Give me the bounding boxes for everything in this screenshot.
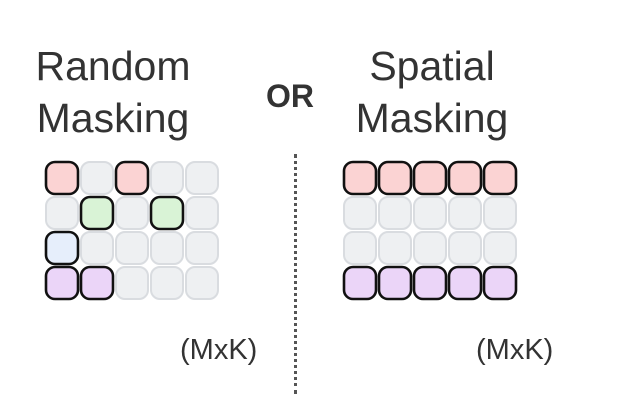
random-mask-cell-gray-r2-c3 <box>150 231 184 265</box>
spatial-mask-cell-red-r0-c4 <box>482 160 518 196</box>
spatial-mask-grid <box>342 160 518 301</box>
random-mask-cell-gray-r2-c1 <box>80 231 114 265</box>
random-mask-cell-red-r0-c0 <box>44 160 80 196</box>
spatial-mask-cell-purple-r3-c4 <box>482 265 518 301</box>
random-mask-cell-gray-r0-c4 <box>185 161 219 195</box>
random-mask-cell-green-r1-c1 <box>79 195 115 231</box>
random-mask-cell-gray-r0-c1 <box>80 161 114 195</box>
random-mask-cell-gray-r1-c2 <box>115 196 149 230</box>
spatial-mask-cell-purple-r3-c3 <box>447 265 483 301</box>
spatial-mask-cell-red-r0-c3 <box>447 160 483 196</box>
spatial-mask-cell-purple-r3-c2 <box>412 265 448 301</box>
random-mask-cell-gray-r1-c4 <box>185 196 219 230</box>
random-mask-grid <box>44 160 219 301</box>
random-mask-cell-purple-r3-c1 <box>79 265 115 301</box>
spatial-masking-title-line2: Masking <box>355 95 509 141</box>
spatial-mask-cell-gray-r1-c0 <box>343 196 377 230</box>
spatial-masking-title-line1: Spatial <box>369 43 495 89</box>
spatial-mask-cell-purple-r3-c1 <box>377 265 413 301</box>
spatial-mask-cell-red-r0-c0 <box>342 160 378 196</box>
spatial-mask-cell-red-r0-c2 <box>412 160 448 196</box>
random-mask-cell-gray-r3-c3 <box>150 266 184 300</box>
random-mask-cell-gray-r0-c3 <box>150 161 184 195</box>
spatial-mask-cell-gray-r2-c1 <box>378 231 412 265</box>
spatial-grid-dimension-label: (MxK) <box>476 334 554 366</box>
random-mask-cell-gray-r3-c2 <box>115 266 149 300</box>
spatial-mask-cell-gray-r2-c0 <box>343 231 377 265</box>
spatial-mask-cell-gray-r1-c1 <box>378 196 412 230</box>
or-label: OR <box>266 78 314 114</box>
random-masking-title-line1: Random <box>35 43 191 89</box>
random-masking-title-line2: Masking <box>36 95 190 141</box>
spatial-mask-cell-gray-r1-c4 <box>483 196 517 230</box>
random-mask-cell-gray-r1-c0 <box>45 196 79 230</box>
random-mask-cell-red-r0-c2 <box>114 160 150 196</box>
random-masking-title: Random Masking <box>28 40 198 144</box>
spatial-mask-cell-red-r0-c1 <box>377 160 413 196</box>
spatial-mask-cell-gray-r2-c3 <box>448 231 482 265</box>
random-mask-cell-gray-r3-c4 <box>185 266 219 300</box>
random-mask-cell-gray-r2-c4 <box>185 231 219 265</box>
random-mask-cell-blue-r2-c0 <box>44 230 80 266</box>
random-grid-dimension-label: (MxK) <box>180 334 258 366</box>
spatial-mask-cell-purple-r3-c0 <box>342 265 378 301</box>
spatial-mask-cell-gray-r1-c2 <box>413 196 447 230</box>
random-mask-cell-green-r1-c3 <box>149 195 185 231</box>
spatial-masking-title: Spatial Masking <box>332 40 532 144</box>
random-mask-cell-purple-r3-c0 <box>44 265 80 301</box>
dotted-divider <box>294 154 297 394</box>
spatial-mask-cell-gray-r2-c2 <box>413 231 447 265</box>
spatial-mask-cell-gray-r1-c3 <box>448 196 482 230</box>
spatial-mask-cell-gray-r2-c4 <box>483 231 517 265</box>
random-mask-cell-gray-r2-c2 <box>115 231 149 265</box>
